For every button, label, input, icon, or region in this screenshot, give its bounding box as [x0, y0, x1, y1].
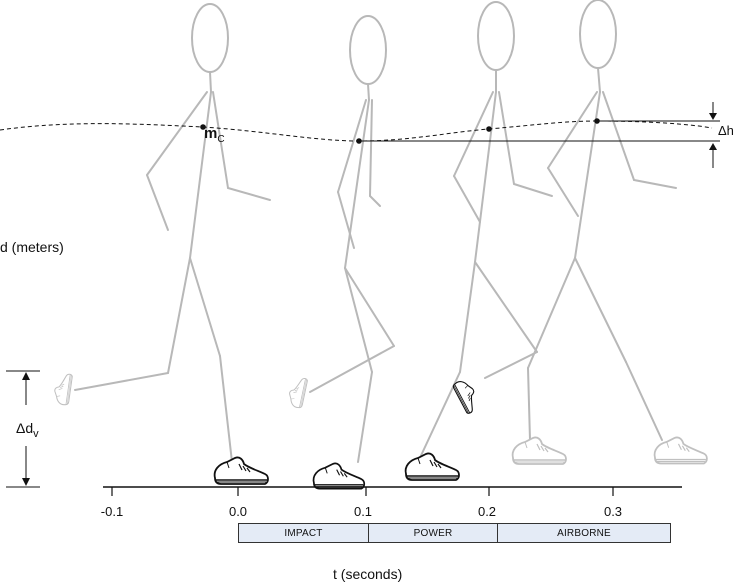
time-tick-label: 0.2 — [477, 504, 497, 519]
shoe-light-2 — [653, 436, 708, 465]
distance-axis-label: d (meters) — [0, 239, 64, 255]
shoe-swing-1 — [52, 372, 74, 406]
shoe-light-1 — [511, 436, 567, 465]
time-axis-label: t (seconds) — [333, 566, 403, 582]
runner-figure-3 — [417, 1, 553, 463]
delta-h-arrows — [709, 102, 717, 168]
runner-figure-2 — [309, 15, 395, 463]
vertical-displacement-sub: v — [33, 427, 39, 440]
time-tick-label: 0.3 — [603, 504, 623, 519]
com-label: mC — [204, 125, 225, 145]
time-tick-label: 0.1 — [353, 504, 373, 519]
shoe-ground-1 — [213, 456, 269, 485]
time-tick-label: -0.1 — [100, 504, 124, 519]
time-axis-ticks — [111, 487, 614, 496]
phase-power: POWER — [368, 523, 498, 543]
vertical-displacement-label: Δdv — [16, 420, 39, 440]
shoe-ground-2 — [312, 462, 366, 490]
com-point-1 — [200, 124, 206, 130]
com-point-3 — [486, 126, 492, 132]
shoe-swing-3 — [451, 376, 483, 415]
time-tick-label: 0.0 — [228, 504, 248, 519]
phase-airborne: AIRBORNE — [497, 523, 671, 543]
shoe-swing-2 — [286, 375, 309, 409]
vertical-displacement-main: Δd — [16, 420, 34, 436]
vertical-displacement-dimension — [6, 370, 40, 488]
shoe-ground-3 — [404, 452, 460, 481]
runner-figure-4 — [527, 0, 677, 441]
phase-impact: IMPACT — [238, 523, 369, 543]
com-label-main: m — [204, 125, 218, 142]
runner-figure-1 — [74, 3, 271, 463]
com-label-sub: C — [217, 134, 225, 145]
height-change-label: Δh — [718, 123, 734, 138]
